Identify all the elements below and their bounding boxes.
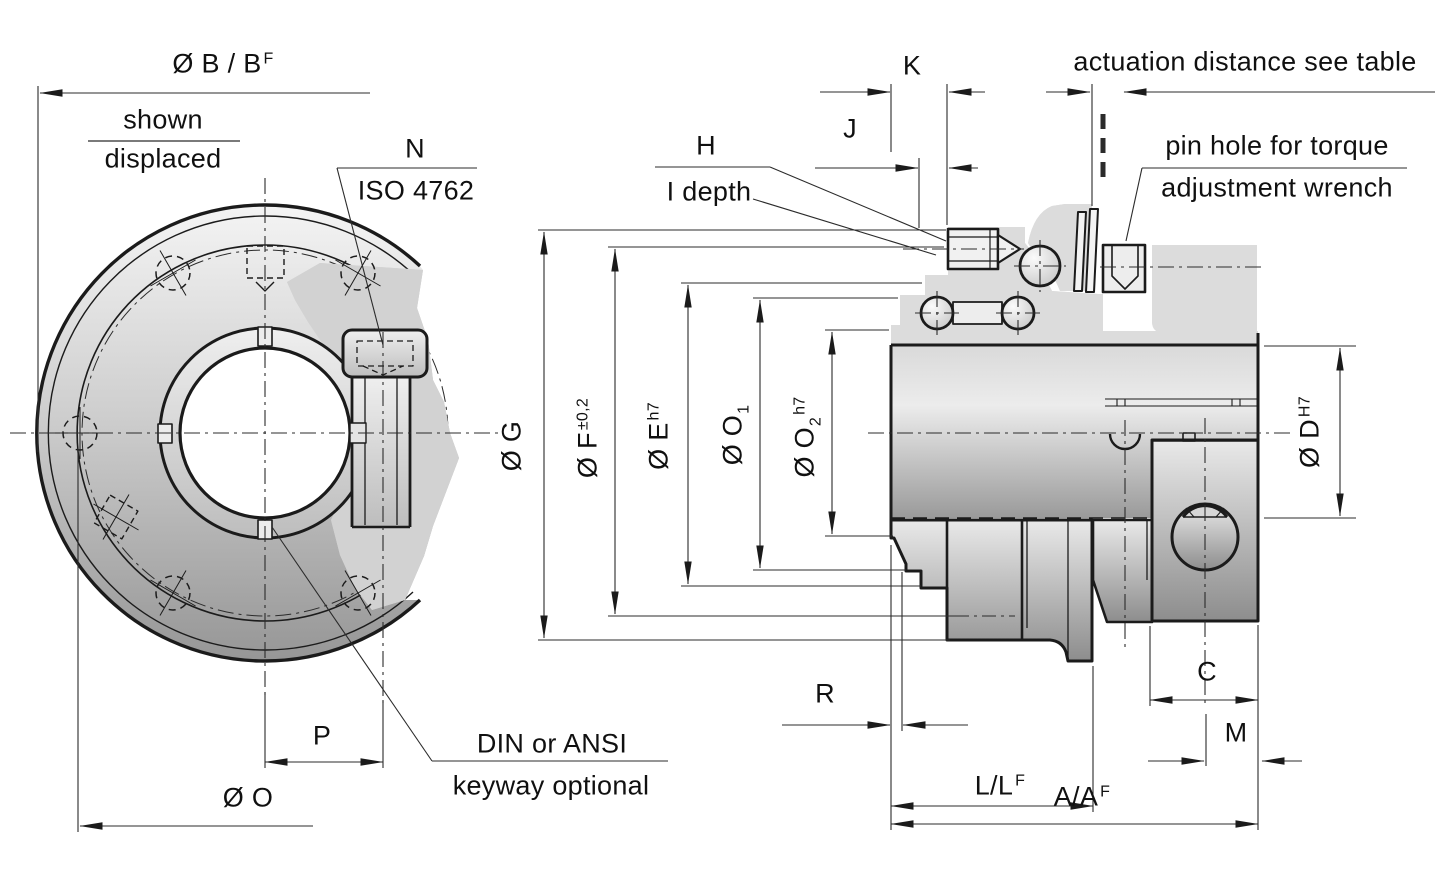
dim-label-o2: Ø O2h7 [789, 396, 825, 478]
front-view [10, 178, 502, 703]
note-i-depth: I depth [666, 176, 752, 207]
note-iso4762: ISO 4762 [357, 175, 475, 206]
dim-label-k: K [902, 50, 922, 81]
note-actuation-distance: actuation distance see table [1073, 46, 1417, 77]
dim-label-j: J [843, 113, 857, 144]
dim-label-p: P [312, 720, 332, 751]
dim-label-d: Ø DH7 [1294, 396, 1325, 468]
note-keyway-line1: DIN or ANSI [476, 728, 628, 759]
dim-label-o: Ø O [222, 782, 274, 813]
dimension-lines [37, 84, 1435, 832]
dim-label-e: Ø Eh7 [643, 402, 674, 470]
dim-label-g: Ø G [496, 420, 527, 472]
note-pin-hole-line2: adjustment wrench [1161, 172, 1393, 203]
dim-label-f: Ø F±0,2 [572, 397, 603, 479]
note-keyway-line2: keyway optional [452, 770, 650, 801]
dim-label-o1: Ø O1 [717, 404, 753, 466]
dim-label-c: C [1197, 656, 1217, 687]
dim-label-n: N [405, 133, 425, 164]
dim-label-r: R [815, 678, 835, 709]
note-displaced: displaced [104, 143, 222, 174]
dim-label-h: H [696, 130, 716, 161]
section-view [868, 202, 1292, 706]
note-pin-hole-line1: pin hole for torque [1165, 130, 1389, 161]
dim-label-m: M [1224, 717, 1248, 748]
note-shown: shown [123, 104, 203, 135]
